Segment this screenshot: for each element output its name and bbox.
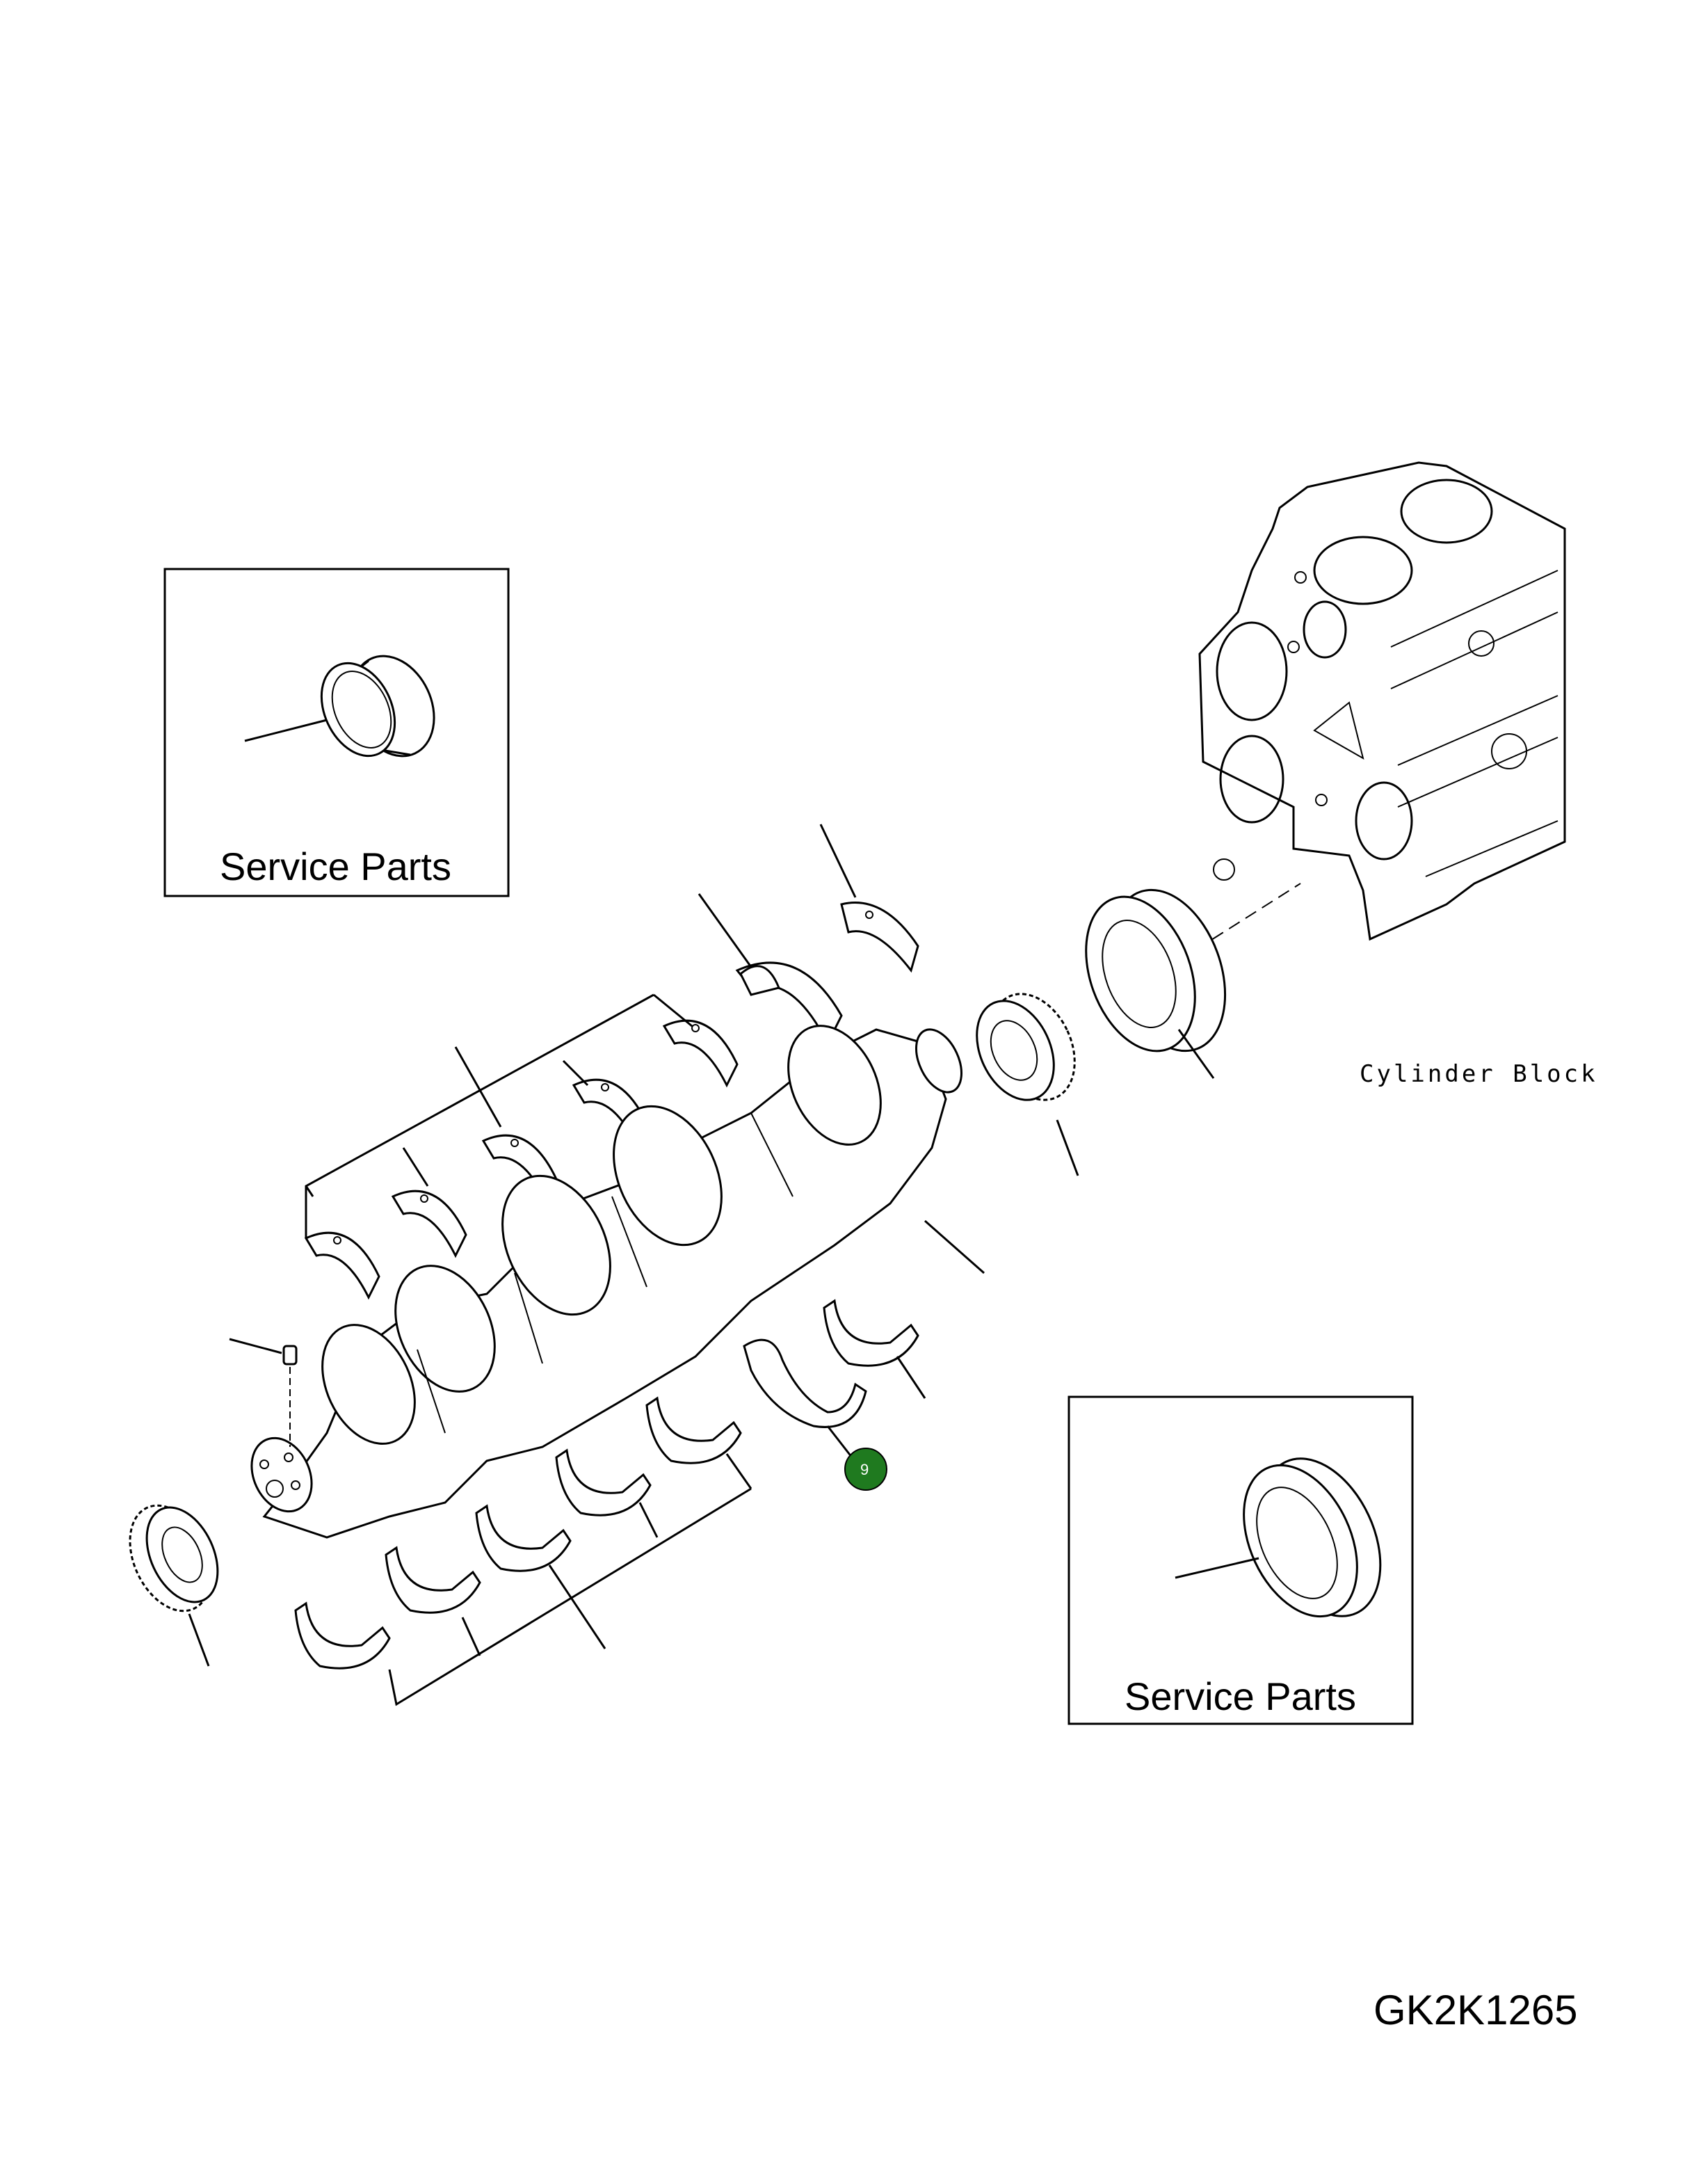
leader-line <box>826 1425 853 1458</box>
upper-bearing-bracket <box>305 993 693 1238</box>
oil-seal-part-icon <box>1243 1457 1382 1618</box>
leader-line <box>896 1356 926 1399</box>
thrust-washer-lower <box>743 1338 867 1428</box>
thrust-washer-upper-1 <box>840 902 919 973</box>
leader-line <box>244 719 328 742</box>
service-parts-box-top: Service Parts <box>163 568 510 897</box>
service-parts-label-bottom: Service Parts <box>1125 1674 1356 1718</box>
leader-line <box>188 1613 210 1667</box>
leader-line <box>698 893 752 968</box>
bushing-part-icon <box>320 655 435 758</box>
leader-line <box>819 824 857 898</box>
leader-line <box>1177 1029 1215 1079</box>
lower-bearing-bracket <box>388 1453 752 1706</box>
thrust-washer-upper-2 <box>735 961 843 1046</box>
rear-oil-seal-part <box>1085 888 1227 1053</box>
leader-line <box>229 1338 282 1354</box>
crank-gear-right-part <box>976 993 1076 1101</box>
leader-line <box>1175 1557 1259 1579</box>
assembly-dashed-line <box>1195 883 1301 950</box>
leader-line <box>1056 1119 1079 1176</box>
drawing-code-label: GK2K1265 <box>1373 1987 1578 2033</box>
crankshaft-part <box>250 1025 962 1539</box>
leader-line <box>924 1219 985 1274</box>
lower-bearing-shells <box>294 1299 919 1670</box>
crank-gear-left-part <box>129 1504 219 1612</box>
service-parts-box-bottom: Service Parts <box>1068 1395 1414 1725</box>
upper-bearing-shells <box>304 1019 739 1300</box>
callout-9-circle[interactable] <box>844 1448 887 1491</box>
service-parts-label-top: Service Parts <box>220 845 451 888</box>
callout-9-number[interactable]: 9 <box>860 1461 869 1478</box>
cylinder-block-label: Cylinder Block <box>1360 1060 1598 1088</box>
callout-9-marker[interactable]: 9 <box>844 1448 887 1491</box>
dowel-pin-part <box>282 1345 298 1447</box>
cylinder-block-illustration: Cylinder Block <box>1198 461 1598 1088</box>
